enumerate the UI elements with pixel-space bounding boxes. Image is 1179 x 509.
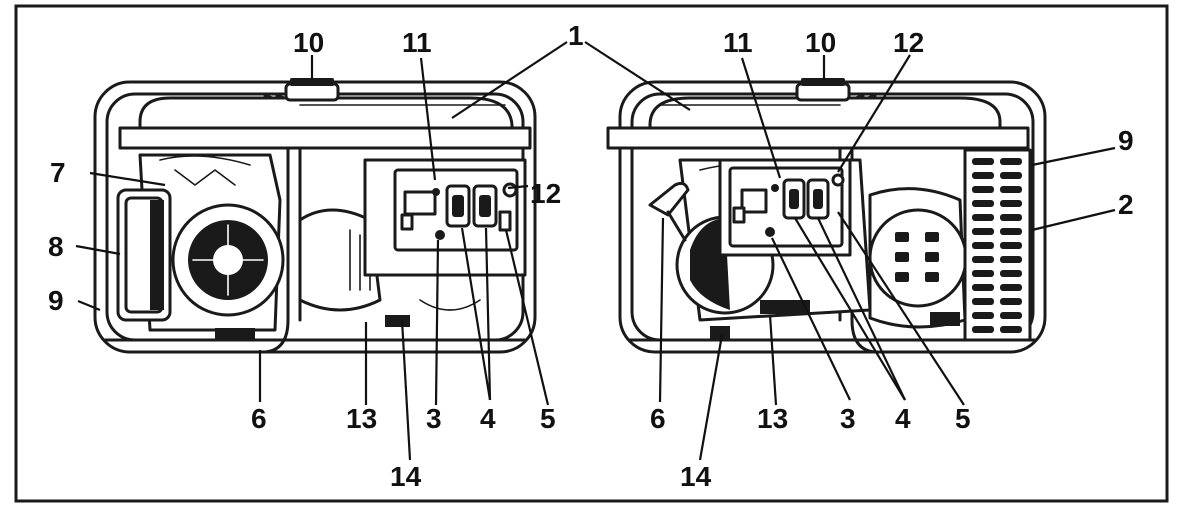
vent-slot	[972, 256, 994, 263]
right-callouts: 11 10 12 9 2 6 13 3 4 5 14	[650, 27, 1134, 492]
right-callout-10: 10	[805, 27, 836, 58]
vent-slot	[972, 214, 994, 221]
right-vent-panel	[963, 148, 1032, 342]
vent-slot	[1000, 186, 1022, 193]
right-control-panel	[718, 158, 852, 257]
vent-slot	[1000, 312, 1022, 319]
right-leader-lines	[584, 41, 1116, 461]
vent-slot	[972, 172, 994, 179]
left-callout-3: 3	[426, 403, 442, 434]
left-callout-11: 11	[402, 27, 432, 58]
vent-slot	[972, 186, 994, 193]
generator-left-view	[93, 78, 537, 354]
vent-slot	[1000, 228, 1022, 235]
left-callout-5: 5	[540, 403, 556, 434]
right-callout-5: 5	[955, 403, 971, 434]
left-air-filter	[116, 188, 172, 322]
right-callout-14: 14	[680, 461, 712, 492]
left-callout-14: 14	[390, 461, 422, 492]
right-base	[628, 300, 1037, 342]
left-callout-13: 13	[346, 403, 377, 434]
left-callout-7: 7	[50, 157, 66, 188]
right-callout-9: 9	[1118, 125, 1134, 156]
left-leader-lines	[75, 41, 568, 461]
generator-right-view	[606, 78, 1047, 354]
figure-border	[14, 4, 1169, 503]
vent-slot	[1000, 200, 1022, 207]
vent-slot	[972, 158, 994, 165]
right-fuel-tank	[606, 96, 1030, 150]
right-fuel-cap	[795, 78, 851, 102]
vent-slot	[1000, 158, 1022, 165]
vent-slot	[1000, 172, 1022, 179]
vent-slot	[972, 284, 994, 291]
right-callout-3: 3	[840, 403, 856, 434]
left-callout-10: 10	[293, 27, 324, 58]
left-callouts: 1 10 11 12 7 8 9 6 13 3 4 5 14	[48, 20, 584, 492]
vent-slot	[972, 326, 994, 333]
vent-slot	[972, 242, 994, 249]
left-fuel-tank	[118, 96, 532, 150]
vent-slot	[972, 200, 994, 207]
right-recoil-handle	[648, 181, 690, 242]
right-callout-2: 2	[1118, 189, 1134, 220]
right-callout-13: 13	[757, 403, 788, 434]
left-control-panel	[363, 158, 527, 277]
left-callout-12: 12	[530, 178, 561, 209]
vent-slot	[1000, 256, 1022, 263]
right-alternator	[868, 187, 968, 329]
left-callout-6: 6	[251, 403, 267, 434]
left-callout-8: 8	[48, 231, 64, 262]
vent-slot	[1000, 242, 1022, 249]
left-callout-1: 1	[568, 20, 584, 51]
vent-slot	[972, 270, 994, 277]
right-callout-4: 4	[895, 403, 911, 434]
right-callout-12: 12	[893, 27, 924, 58]
left-callout-4: 4	[480, 403, 496, 434]
left-callout-9: 9	[48, 285, 64, 316]
left-fuel-cap	[284, 78, 340, 102]
vent-slot	[972, 228, 994, 235]
vent-slot	[1000, 270, 1022, 277]
vent-slot	[972, 298, 994, 305]
vent-slot	[1000, 214, 1022, 221]
left-recoil-starter	[171, 203, 285, 317]
vent-slot	[1000, 326, 1022, 333]
vent-slot	[1000, 284, 1022, 291]
vent-slot	[972, 312, 994, 319]
left-alternator	[298, 208, 382, 312]
vent-slot	[1000, 298, 1022, 305]
right-callout-11: 11	[723, 27, 753, 58]
right-callout-6: 6	[650, 403, 666, 434]
